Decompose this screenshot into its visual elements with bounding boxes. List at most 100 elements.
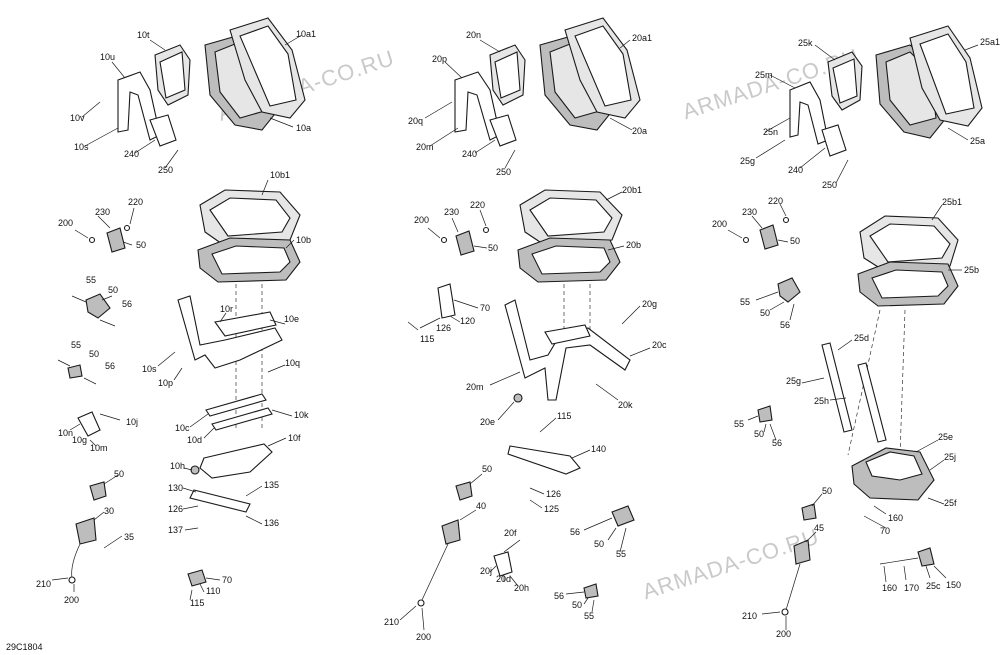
label-20f: 20f	[504, 528, 517, 538]
label-50-b: 50	[108, 285, 118, 295]
label-230-a: 230	[95, 207, 110, 217]
backrest-frame-10u	[111, 61, 161, 141]
striker-50	[67, 364, 83, 379]
label-135: 135	[264, 480, 279, 490]
label-25d: 25d	[854, 333, 869, 343]
label-10b1: 10b1	[270, 170, 290, 180]
backrest-frame-25m	[789, 81, 829, 145]
headrest-cushion-20n	[489, 44, 526, 106]
seatbelt-buckle-40	[417, 519, 461, 607]
label-35: 35	[124, 532, 134, 542]
label-50-i: 50	[790, 236, 800, 246]
seatback-cushion-25a1	[909, 25, 983, 127]
label-70-b: 70	[480, 303, 490, 313]
label-10u: 10u	[100, 52, 115, 62]
seat-frame-10e	[177, 295, 283, 369]
latch-handle-50	[455, 230, 475, 256]
label-25a: 25a	[970, 136, 985, 146]
label-25j: 25j	[944, 452, 956, 462]
seat-cushion-20b1	[519, 189, 623, 247]
latch-assembly-50	[777, 277, 801, 303]
label-200-d: 200	[416, 632, 431, 642]
label-136: 136	[264, 518, 279, 528]
label-10q: 10q	[285, 358, 300, 368]
hinge-bracket-240	[821, 124, 847, 157]
buckle-50	[801, 503, 817, 521]
label-10n: 10n	[58, 428, 73, 438]
label-50-k: 50	[754, 429, 764, 439]
backrest-frame-20p	[454, 71, 501, 141]
label-10b: 10b	[296, 235, 311, 245]
label-55-e: 55	[740, 297, 750, 307]
label-115-b: 115	[420, 334, 434, 344]
label-250-b: 250	[496, 167, 511, 177]
slide-rails-10c	[205, 393, 273, 431]
label-25b: 25b	[964, 265, 979, 275]
label-10r: 10r	[220, 304, 233, 314]
screw-220	[782, 216, 790, 224]
label-70-a: 70	[222, 575, 232, 585]
label-20g: 20g	[642, 299, 657, 309]
label-20j: 20j	[480, 566, 492, 576]
label-20a1: 20a1	[632, 33, 652, 43]
mount-rail-130	[189, 489, 251, 513]
label-30: 30	[104, 506, 114, 516]
label-110: 110	[206, 586, 220, 596]
label-20b: 20b	[626, 240, 641, 250]
label-250-c: 250	[822, 180, 837, 190]
label-50-g: 50	[594, 539, 604, 549]
seat-base-25b	[857, 261, 959, 307]
hinge-bracket-240	[149, 114, 177, 147]
label-20a: 20a	[632, 126, 647, 136]
label-220-a: 220	[128, 197, 143, 207]
seat-base-10b	[197, 237, 301, 283]
release-bracket-120	[437, 283, 456, 319]
seatbelt-buckle-30	[68, 517, 97, 584]
label-50-j: 50	[760, 308, 770, 318]
seat-frame-20c	[504, 299, 631, 401]
label-230-b: 230	[444, 207, 459, 217]
support-tube-25d	[821, 342, 887, 443]
label-115-a: 115	[190, 598, 204, 608]
label-20c: 20c	[652, 340, 667, 350]
label-10e: 10e	[284, 314, 299, 324]
label-20n: 20n	[466, 30, 481, 40]
label-56-f: 56	[772, 438, 782, 448]
label-20e: 20e	[480, 417, 495, 427]
hinge-bracket-240	[489, 114, 517, 147]
label-10s: 10s	[142, 364, 157, 374]
seatbelt-buckle-45	[781, 539, 811, 616]
seat-cushion-10b1	[199, 189, 301, 247]
seat-cushion-25b1	[859, 215, 959, 273]
latch-handle-50	[106, 227, 126, 253]
label-25a1: 25a1	[980, 37, 1000, 47]
latch-hook-25c	[879, 547, 935, 567]
label-240-a: 240	[124, 149, 139, 159]
seat-base-20b	[517, 237, 621, 283]
label-40: 40	[476, 501, 486, 511]
label-25c: 25c	[926, 581, 941, 591]
cable-bracket-10g	[77, 411, 101, 437]
label-200-f: 200	[776, 629, 791, 639]
label-25h: 25h	[814, 396, 829, 406]
storage-base-25e	[851, 447, 935, 501]
label-25m: 25m	[755, 70, 773, 80]
label-200-e: 200	[712, 219, 727, 229]
label-10a: 10a	[296, 123, 311, 133]
label-126-b: 126	[436, 323, 451, 333]
label-140: 140	[591, 444, 606, 454]
label-10j: 10j	[126, 417, 138, 427]
label-220-b: 220	[470, 200, 485, 210]
label-20q: 20q	[408, 116, 423, 126]
label-25g-top: 25g	[740, 156, 755, 166]
label-200-a: 200	[58, 218, 73, 228]
watermark-3: ARMADA-CO.RU	[639, 523, 822, 604]
latch-handle-50	[759, 224, 779, 250]
label-50-d: 50	[114, 469, 124, 479]
label-20d: 20d	[496, 574, 511, 584]
knob-10h	[190, 465, 200, 475]
latch-assembly-50	[611, 505, 635, 527]
label-200-b: 200	[64, 595, 79, 605]
